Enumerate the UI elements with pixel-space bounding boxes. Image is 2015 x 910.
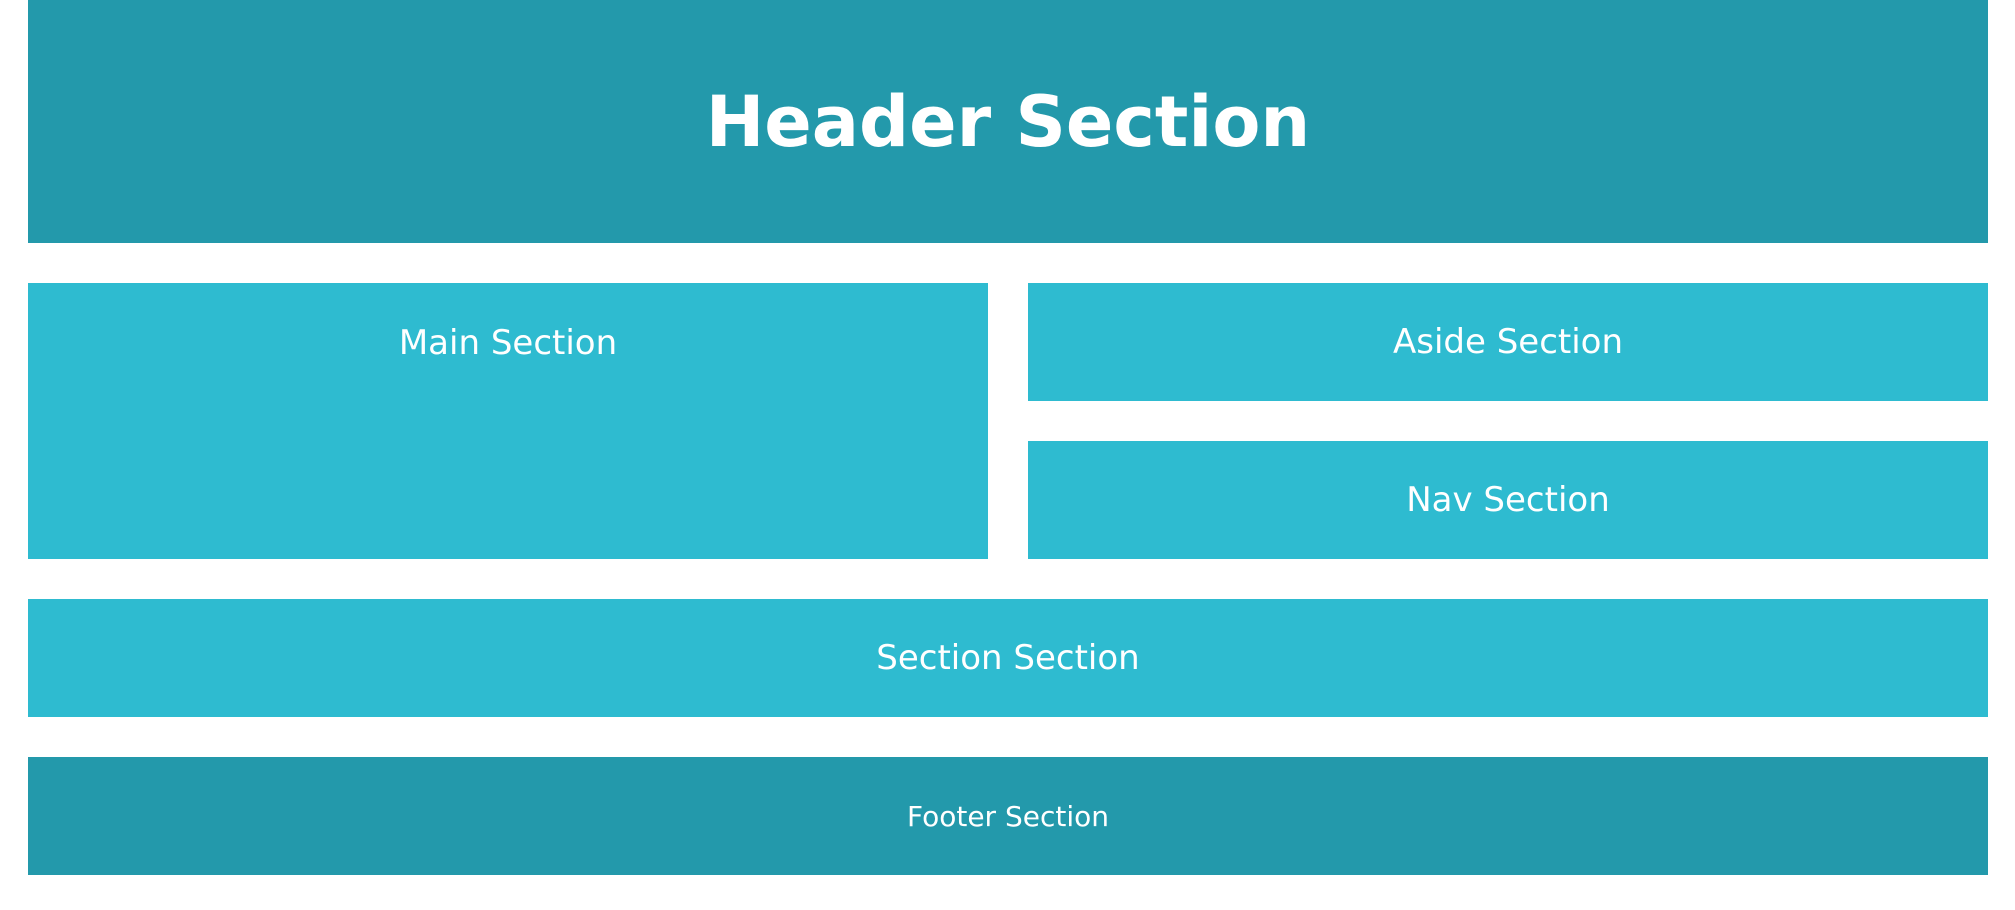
footer-section: Footer Section xyxy=(28,757,1988,875)
aside-label: Aside Section xyxy=(1392,322,1624,362)
nav-section: Nav Section xyxy=(1028,441,1988,559)
aside-section: Aside Section xyxy=(1028,283,1988,401)
main-label: Main Section xyxy=(398,323,618,363)
section-section: Section Section xyxy=(28,599,1988,717)
footer-label: Footer Section xyxy=(906,799,1109,833)
header-section: Header Section xyxy=(28,0,1988,243)
header-title: Header Section xyxy=(705,80,1311,163)
nav-label: Nav Section xyxy=(1406,480,1610,520)
main-section: Main Section xyxy=(28,283,988,559)
page-layout: Header Section Main Section Aside Sectio… xyxy=(28,0,1988,875)
section-label: Section Section xyxy=(876,638,1140,678)
